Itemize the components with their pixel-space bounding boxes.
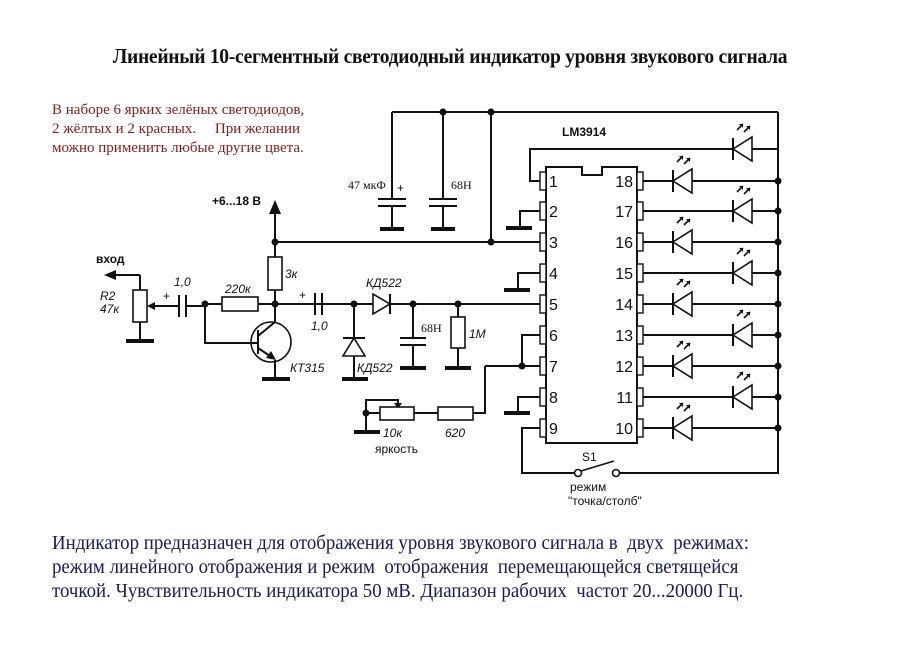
- ic-pin: [636, 356, 644, 376]
- lm3914-ic: [545, 166, 638, 444]
- led: [731, 247, 753, 287]
- supply-voltage-label: +6...18 В: [212, 194, 261, 208]
- pin-number: 5: [549, 297, 558, 314]
- led: [671, 155, 693, 195]
- input-label: вход: [96, 252, 125, 266]
- note-line: 2 жёлтых и 2 красных. При желании: [52, 121, 301, 137]
- description: Индикатор предназначен для отображения у…: [52, 531, 806, 603]
- led: [731, 371, 753, 411]
- pin-number: 17: [615, 204, 633, 221]
- r2-value-label: 47к: [100, 302, 120, 316]
- ic-pin: [539, 171, 547, 191]
- led-color-note: В наборе 6 ярких зелёных светодиодов, 2 …: [52, 101, 372, 158]
- pin-number: 7: [549, 359, 558, 376]
- supply-decoupling: [378, 108, 778, 242]
- ic-pin: [539, 232, 547, 252]
- description-line: точкой. Чувствительность индикатора 50 м…: [52, 580, 744, 602]
- pin-number: 16: [615, 235, 633, 252]
- led: [671, 340, 693, 380]
- diode-shunt-kd522: [341, 304, 368, 381]
- led: [731, 123, 753, 163]
- ic-pin: [539, 201, 547, 221]
- led-array: [643, 123, 782, 442]
- plus-sign: +: [163, 289, 170, 303]
- ic-pin: [636, 294, 644, 314]
- pot-brightness-label: яркость: [375, 442, 418, 456]
- ic-pin: [636, 201, 644, 221]
- pin-number: 15: [615, 266, 633, 283]
- ic-pin: [636, 418, 644, 438]
- description-line: Индикатор предназначен для отображения у…: [52, 532, 750, 554]
- ic-pin: [539, 325, 547, 345]
- switch-name-label: S1: [582, 450, 597, 464]
- pin-number: 14: [615, 297, 633, 314]
- ic-pin: [636, 232, 644, 252]
- page-title: Линейный 10-сегментный светодиодный инди…: [112, 44, 788, 68]
- pin-number: 10: [615, 421, 633, 438]
- ic-pin: [539, 356, 547, 376]
- c-supply-ceramic-label: 68Н: [451, 178, 472, 192]
- pin-number: 18: [615, 174, 633, 191]
- ic-left-pins: 1 2 3 4 5 6 7 8 9: [539, 171, 558, 438]
- c-filter-label: 68Н: [421, 321, 442, 335]
- ic-right-pins: 18 17 16 15 14 13 12 11 10: [615, 171, 644, 438]
- diode-series-label: КД522: [366, 276, 402, 290]
- plus-sign: +: [397, 181, 404, 195]
- ic-pin: [636, 171, 644, 191]
- pin-number: 8: [549, 390, 558, 407]
- led: [731, 185, 753, 225]
- input-potentiometer-r2[interactable]: [126, 275, 155, 343]
- ic-pin: [539, 294, 547, 314]
- ic-pin: [636, 263, 644, 283]
- ic-pin: [636, 325, 644, 345]
- note-line: можно применить любые другие цвета.: [52, 140, 304, 156]
- pin-number: 1: [549, 174, 558, 191]
- c-supply-electrolytic-label: 47 мкФ: [348, 178, 386, 192]
- led: [731, 309, 753, 349]
- led: [671, 216, 693, 256]
- ic-pin: [539, 263, 547, 283]
- pin-number: 2: [549, 204, 558, 221]
- led: [671, 278, 693, 318]
- r-base-label: 220к: [224, 282, 252, 296]
- r-collector-label: 3к: [285, 267, 299, 281]
- switch-label-mode: режим: [570, 480, 606, 494]
- description-line: режим линейного отображения и режим отоб…: [52, 556, 739, 578]
- pin-number: 6: [549, 328, 558, 345]
- pot-brightness-value-label: 10к: [383, 426, 403, 440]
- r-brightness-label: 620: [445, 426, 465, 440]
- r2-name-label: R2: [100, 289, 116, 303]
- c-couple-label: 1,0: [311, 319, 328, 333]
- transistor-label: КТ315: [290, 361, 325, 375]
- pin-number: 4: [549, 266, 558, 283]
- note-line: В наборе 6 ярких зелёных светодиодов,: [52, 102, 305, 118]
- ic-pin: [539, 387, 547, 407]
- transistor-kt315: [250, 304, 292, 381]
- diode-series-kd522: [372, 292, 392, 316]
- led: [671, 402, 693, 442]
- r-load-label: 1М: [469, 327, 486, 341]
- pin-number: 13: [615, 328, 633, 345]
- plus-sign: +: [299, 288, 306, 302]
- ic-pin: [539, 418, 547, 438]
- switch-label-dot-bar: "точка/столб": [568, 494, 642, 508]
- diode-shunt-label: КД522: [357, 361, 393, 375]
- pin-number: 11: [616, 390, 633, 407]
- pin-number: 9: [549, 421, 558, 438]
- ic-name-label: LM3914: [562, 125, 606, 139]
- pin-number: 12: [615, 359, 633, 376]
- pin-number: 3: [549, 235, 558, 252]
- ic-pin: [636, 387, 644, 407]
- c-input-label: 1,0: [174, 275, 191, 289]
